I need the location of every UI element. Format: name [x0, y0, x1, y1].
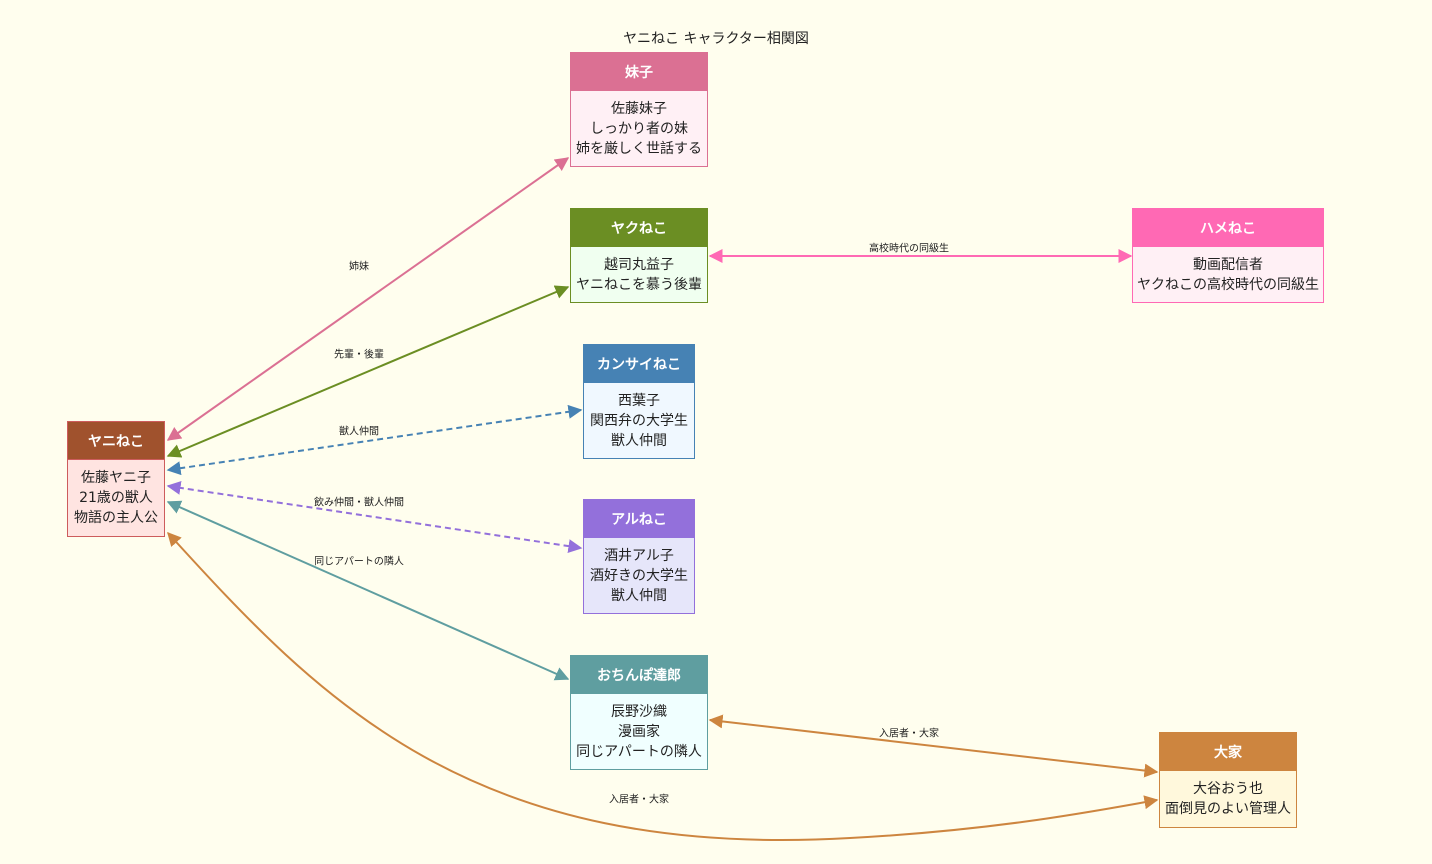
- node-line: 動画配信者: [1193, 256, 1263, 273]
- node-line: 獣人仲間: [611, 432, 667, 449]
- node-header: カンサイねこ: [584, 345, 694, 383]
- node-ochinpo-tatsurou[interactable]: おちんぽ達郎 辰野沙織 漫画家 同じアパートの隣人: [570, 655, 708, 770]
- node-line: ヤニねこを慕う後輩: [576, 276, 702, 293]
- node-line: 姉を厳しく世話する: [576, 140, 702, 157]
- node-line: 西葉子: [618, 392, 660, 409]
- node-line: 同じアパートの隣人: [576, 743, 702, 760]
- edge-label-nomi-nakama: 飲み仲間・獣人仲間: [314, 497, 404, 509]
- diagram-title: ヤニねこ キャラクター相関図: [623, 31, 809, 47]
- node-line: 越司丸益子: [604, 256, 674, 273]
- node-line: 酒好きの大学生: [590, 567, 688, 584]
- node-header: ヤクねこ: [571, 209, 707, 247]
- node-line: 佐藤妹子: [611, 100, 667, 117]
- node-line: 物語の主人公: [74, 510, 158, 526]
- node-line: 酒井アル子: [604, 547, 674, 564]
- node-header: 妹子: [571, 53, 707, 91]
- node-line: しっかり者の妹: [590, 120, 688, 137]
- edge-tenant-landlord-yani: [167, 531, 1159, 842]
- edge-sisters: [166, 157, 570, 441]
- node-line: 漫画家: [618, 723, 660, 740]
- edge-tenant-landlord-ochin: [708, 714, 1159, 778]
- node-header: おちんぽ達郎: [571, 656, 707, 694]
- node-yakunekko[interactable]: ヤクねこ 越司丸益子 ヤニねこを慕う後輩: [570, 208, 708, 303]
- node-body: 越司丸益子 ヤニねこを慕う後輩: [571, 247, 707, 302]
- node-body: 大谷おう也 面倒見のよい管理人: [1160, 771, 1296, 827]
- node-line: ヤクねこの高校時代の同級生: [1137, 276, 1319, 293]
- node-header: 大家: [1160, 733, 1296, 771]
- edge-label-tenant-landlord-ochin: 入居者・大家: [879, 728, 939, 740]
- node-body: 酒井アル子 酒好きの大学生 獣人仲間: [584, 538, 694, 613]
- edge-label-tenant-landlord-yani: 入居者・大家: [609, 794, 669, 806]
- edge-label-senpai-kouhai: 先輩・後輩: [334, 349, 384, 361]
- node-imouto[interactable]: 妹子 佐藤妹子 しっかり者の妹 姉を厳しく世話する: [570, 52, 708, 167]
- node-hamenekko[interactable]: ハメねこ 動画配信者 ヤクねこの高校時代の同級生: [1132, 208, 1324, 303]
- edge-label-juujin-nakama: 獣人仲間: [339, 426, 379, 438]
- node-header: アルねこ: [584, 500, 694, 538]
- node-body: 佐藤ヤニ子 21歳の獣人 物語の主人公: [68, 460, 164, 536]
- edge-label-apartment-neighbor: 同じアパートの隣人: [314, 556, 404, 568]
- node-kansainekko[interactable]: カンサイねこ 西葉子 関西弁の大学生 獣人仲間: [583, 344, 695, 459]
- node-arunekko[interactable]: アルねこ 酒井アル子 酒好きの大学生 獣人仲間: [583, 499, 695, 614]
- edge-label-highschool-classmate: 高校時代の同級生: [869, 243, 949, 255]
- node-line: 獣人仲間: [611, 587, 667, 604]
- node-body: 動画配信者 ヤクねこの高校時代の同級生: [1133, 247, 1323, 302]
- node-line: 面倒見のよい管理人: [1165, 801, 1291, 817]
- node-body: 辰野沙織 漫画家 同じアパートの隣人: [571, 694, 707, 769]
- node-ooya[interactable]: 大家 大谷おう也 面倒見のよい管理人: [1159, 732, 1297, 828]
- node-body: 西葉子 関西弁の大学生 獣人仲間: [584, 383, 694, 458]
- node-line: 佐藤ヤニ子: [81, 470, 151, 486]
- node-body: 佐藤妹子 しっかり者の妹 姉を厳しく世話する: [571, 91, 707, 166]
- node-line: 関西弁の大学生: [590, 412, 688, 429]
- node-header: ヤニねこ: [68, 422, 164, 460]
- node-yaninekko[interactable]: ヤニねこ 佐藤ヤニ子 21歳の獣人 物語の主人公: [67, 421, 165, 537]
- node-header: ハメねこ: [1133, 209, 1323, 247]
- edge-juujin-nakama: [166, 404, 583, 476]
- node-line: 大谷おう也: [1193, 781, 1263, 797]
- node-line: 21歳の獣人: [79, 490, 153, 506]
- node-line: 辰野沙織: [611, 703, 667, 720]
- edge-label-sisters: 姉妹: [349, 261, 369, 273]
- edge-apartment-neighbor: [166, 500, 570, 681]
